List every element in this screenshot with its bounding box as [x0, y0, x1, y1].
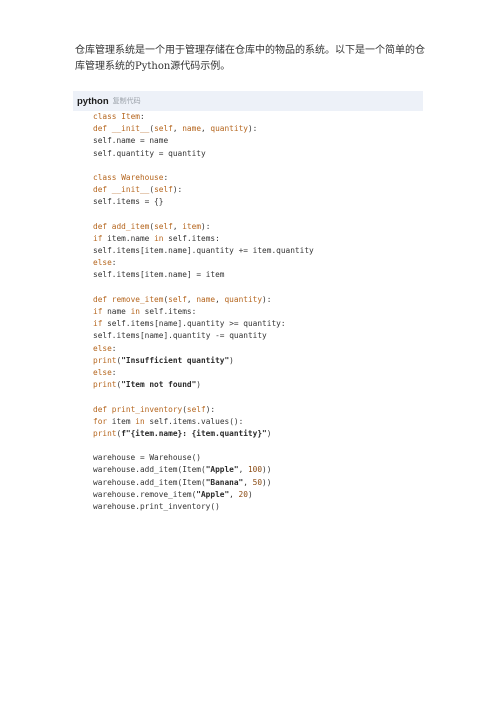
code-line: self.items[item.name] = item — [93, 270, 225, 280]
code-line: self.items[item.name].quantity += item.q… — [93, 246, 314, 256]
code-line — [93, 282, 314, 294]
code-line: else: — [93, 343, 117, 353]
code-line: print("Insufficient quantity") — [93, 355, 234, 365]
code-header: python 复制代码 — [73, 91, 423, 111]
code-line: self.name = name — [93, 136, 169, 146]
code-line: warehouse.add_item(Item("Banana", 50)) — [93, 477, 272, 487]
code-line: warehouse.add_item(Item("Apple", 100)) — [93, 465, 272, 475]
code-language-label: python — [77, 95, 109, 107]
code-line: warehouse.remove_item("Apple", 20) — [93, 489, 253, 499]
code-line: else: — [93, 367, 117, 377]
code-line: def add_item(self, item): — [93, 221, 211, 231]
code-line: for item in self.items.values(): — [93, 416, 244, 426]
code-line: class Item: — [93, 112, 145, 121]
code-line: print("Item not found") — [93, 380, 201, 390]
code-line — [93, 440, 314, 452]
code-line — [93, 160, 314, 172]
code-line: print(f"{item.name}: {item.quantity}") — [93, 428, 272, 438]
code-line: warehouse = Warehouse() — [93, 453, 201, 463]
code-line: if item.name in self.items: — [93, 233, 220, 243]
code-line: def print_inventory(self): — [93, 404, 216, 414]
copy-code-button[interactable]: 复制代码 — [112, 97, 141, 105]
code-line — [93, 209, 314, 221]
code-line: if self.items[name].quantity >= quantity… — [93, 319, 286, 329]
code-line: if name in self.items: — [93, 307, 197, 316]
code-line — [93, 391, 314, 403]
code-line: def __init__(self, name, quantity): — [93, 124, 258, 134]
code-line: else: — [93, 258, 117, 268]
code-line: self.quantity = quantity — [93, 148, 206, 158]
code-line: self.items[name].quantity -= quantity — [93, 331, 267, 341]
code-line: def remove_item(self, name, quantity): — [93, 294, 272, 304]
code-line: self.items = {} — [93, 197, 164, 207]
code-line: class Warehouse: — [93, 172, 169, 182]
code-block: class Item: def __init__(self, name, quan… — [93, 111, 314, 513]
intro-paragraph: 仓库管理系统是一个用于管理存储在仓库中的物品的系统。以下是一个简单的仓库管理系统… — [75, 45, 425, 72]
code-line: warehouse.print_inventory() — [93, 502, 220, 511]
code-line: def __init__(self): — [93, 185, 183, 195]
